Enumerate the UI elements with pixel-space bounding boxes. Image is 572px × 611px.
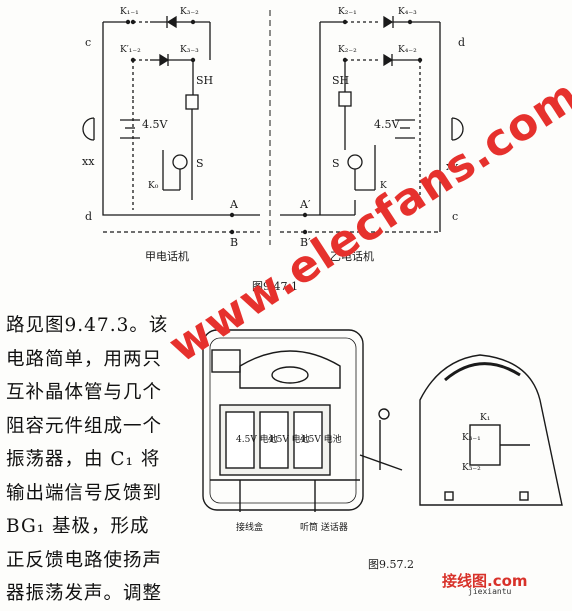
label-xx-left: xx: [82, 155, 95, 168]
label-sh-right: SH: [332, 74, 349, 87]
label-c-right: c: [452, 210, 458, 223]
label-k-right: K: [380, 181, 387, 191]
label-junction-box: 接线盒: [236, 521, 263, 533]
label-k3-2: K₃₋₂: [180, 7, 199, 17]
brand-sub: jiexiantu: [468, 587, 512, 596]
body-paragraph: 路见图9.47.3。该 电路简单，用两只 互补晶体管与几个 阻容元件组成一个 振…: [6, 309, 174, 611]
label-a-prime: A′: [299, 198, 311, 211]
label-battery-2: 4.5V 电池: [268, 433, 310, 445]
label-s-right: S: [332, 157, 340, 170]
label-k3-1: K₃₋₁: [462, 433, 481, 443]
label-k2-1: K₂₋₁: [338, 7, 357, 17]
label-voltage-left: 4.5V: [142, 118, 168, 131]
paragraph-line: 阻容元件组成一个: [6, 415, 163, 437]
brand-logo: 接线图.com: [442, 572, 528, 590]
label-k1: K₁: [480, 413, 490, 423]
label-xx-right: xx: [446, 160, 459, 173]
label-battery-1: 4.5V 电池: [236, 433, 278, 445]
caption-fig2: 图9.57.2: [368, 558, 414, 571]
paragraph-line: 器振荡发声。调整: [6, 583, 163, 604]
label-voltage-right: 4.5V: [374, 118, 400, 131]
label-phone-a: 甲电话机: [145, 249, 189, 263]
paragraph-line: 振荡器，由 C₁ 将: [6, 449, 161, 470]
paragraph-line: 输出端信号反馈到: [6, 482, 163, 504]
label-k3-2b: K₃₋₂: [462, 463, 481, 473]
paragraph-line: 正反馈电路使扬声: [6, 549, 163, 571]
label-k4-3: K₄₋₃: [398, 7, 417, 17]
label-d-left: d: [85, 210, 92, 223]
caption-fig1: 图9.47.1: [252, 280, 298, 293]
label-k1-2: K′₁₋₂: [120, 45, 141, 55]
label-s-left: S: [196, 157, 204, 170]
label-battery-3: 4.5V 电池: [300, 433, 342, 445]
label-earpiece: 听筒 送话器: [300, 521, 348, 533]
label-a: A: [229, 198, 239, 211]
label-k2-2: K₂₋₂: [338, 45, 357, 55]
paragraph-line: BG₁ 基极，形成: [6, 516, 150, 537]
label-d-right: d: [458, 36, 465, 49]
paragraph-line: 互补晶体管与几个: [6, 382, 163, 403]
label-b-prime: B′: [300, 236, 311, 249]
label-k0: K₀: [148, 181, 159, 191]
label-k1-1: K₁₋₁: [120, 7, 139, 17]
label-sh-left: SH: [196, 74, 213, 87]
label-k3-3: K₃₋₃: [180, 45, 199, 55]
paragraph-line: 电路简单，用两只: [6, 348, 163, 370]
paragraph-line: 路见图9.47.3。该: [6, 315, 169, 336]
label-phone-b: 乙电话机: [330, 249, 374, 263]
label-b: B: [230, 236, 238, 249]
label-k4-2: K₄₋₂: [398, 45, 417, 55]
phone-base-illustration: [202, 329, 563, 512]
label-c-left: c: [85, 36, 91, 49]
